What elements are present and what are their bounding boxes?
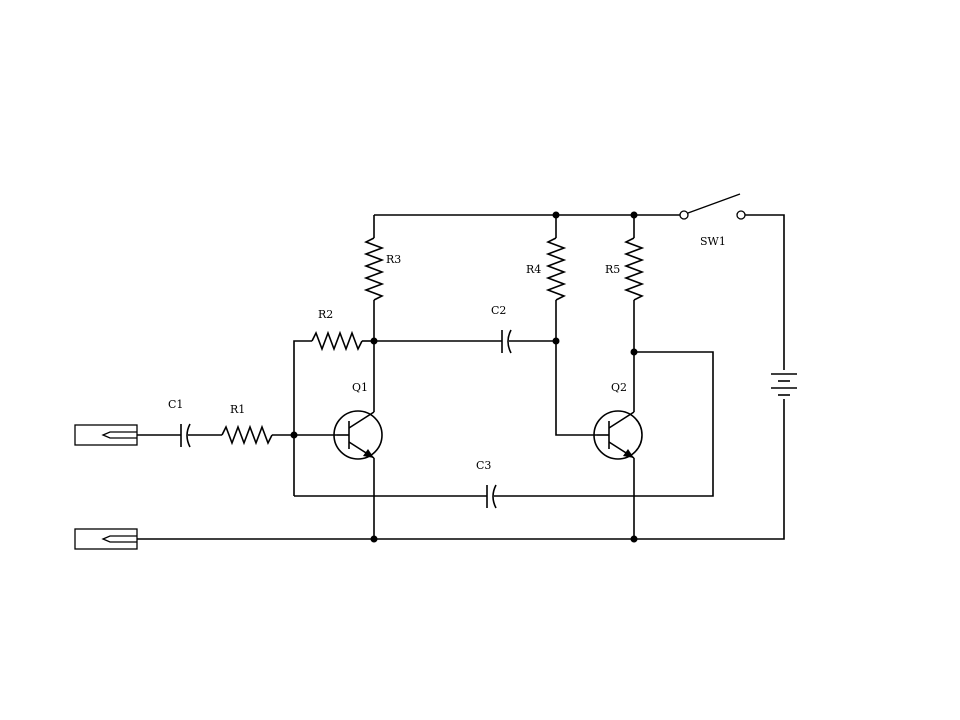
junction-dot bbox=[370, 535, 378, 543]
junction-dot bbox=[290, 431, 298, 439]
label-r5: R5 bbox=[605, 263, 620, 276]
transistor-q1 bbox=[333, 410, 383, 460]
junction-dot bbox=[630, 211, 638, 219]
input-jack-top bbox=[74, 424, 138, 446]
resistor-r4 bbox=[545, 237, 567, 301]
wire-switch-to-battery bbox=[745, 214, 785, 370]
transistor-q2 bbox=[593, 410, 643, 460]
label-r3: R3 bbox=[386, 253, 401, 266]
junction-dot bbox=[552, 337, 560, 345]
label-q2: Q2 bbox=[611, 381, 627, 394]
capacitor-c2 bbox=[501, 329, 512, 354]
label-r4: R4 bbox=[526, 263, 541, 276]
resistor-r5 bbox=[623, 237, 645, 301]
resistor-r3 bbox=[363, 237, 385, 301]
junction-dot bbox=[370, 337, 378, 345]
junction-dot bbox=[552, 211, 560, 219]
battery bbox=[771, 373, 797, 396]
label-c2: C2 bbox=[491, 304, 506, 317]
label-r1: R1 bbox=[230, 403, 245, 416]
wire-battery-to-ground bbox=[634, 399, 785, 540]
capacitor-c1 bbox=[180, 423, 191, 448]
input-jack-bottom bbox=[74, 528, 138, 550]
resistor-r1 bbox=[221, 424, 273, 446]
label-sw1: SW1 bbox=[700, 235, 726, 248]
switch-sw1 bbox=[679, 193, 746, 220]
wire-node-to-q2-base bbox=[555, 341, 597, 436]
resistor-r2 bbox=[311, 330, 363, 352]
label-c3: C3 bbox=[476, 459, 491, 472]
junction-dot bbox=[630, 535, 638, 543]
label-r2: R2 bbox=[318, 308, 333, 321]
wire-q2-collector-loop bbox=[494, 351, 714, 497]
wire-base-node-loop bbox=[293, 340, 312, 496]
label-q1: Q1 bbox=[352, 381, 368, 394]
junction-dot bbox=[630, 348, 638, 356]
label-c1: C1 bbox=[168, 398, 183, 411]
